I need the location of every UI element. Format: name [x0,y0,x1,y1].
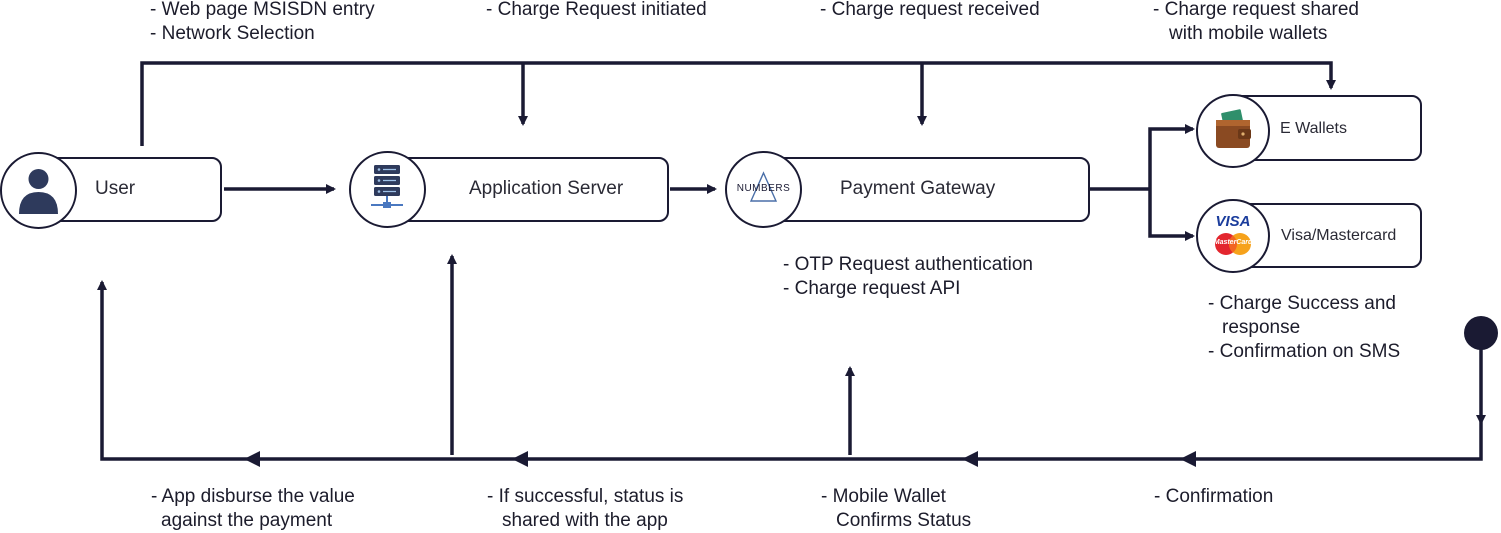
card-icon-circle: VISA MasterCard [1196,199,1270,273]
note-line: - Confirmation [1154,486,1274,507]
note-line: - Web page MSISDN entry [150,0,375,20]
note-line: - Charge Request initiated [486,0,707,20]
app-server-label: Application Server [469,178,624,199]
note-confirmation: - Confirmation [1154,485,1273,509]
note-wallet-response: - Charge Success and response - Confirma… [1208,292,1400,364]
visa-mastercard-icon [1215,233,1251,255]
note-charge-shared: - Charge request shared with mobile wall… [1153,0,1359,46]
arrow-to-ewallets [1148,124,1195,189]
note-line: - Charge request API [783,278,961,299]
gateway-logo-text: NUMBERS [736,183,791,194]
return-bottom-line [97,280,1483,461]
wallet-icon-circle [1196,94,1270,168]
note-line: - App disburse the value [151,486,355,507]
note-line: - Network Selection [150,23,315,44]
note-user-entry: - Web page MSISDN entry - Network Select… [150,0,375,46]
note-line: - Charge request shared [1153,0,1359,20]
visa-label: Visa/Mastercard [1281,227,1397,244]
wallet-icon [1216,109,1251,148]
note-line: response [1222,317,1301,338]
note-line: with mobile wallets [1169,23,1328,44]
note-line: - Confirmation on SMS [1208,341,1401,362]
note-line: - If successful, status is [487,486,684,507]
user-label: User [95,178,136,199]
ewallets-label: E Wallets [1280,120,1347,137]
user-icon [19,169,58,214]
return-start-dot [1464,316,1498,350]
arrow-to-visa [1148,189,1195,241]
top-distribution-line [140,61,1336,146]
server-icon [371,165,403,208]
server-icon-circle [349,151,426,228]
note-line: - Charge Success and [1208,293,1396,314]
note-charge-received: - Charge request received [820,0,1040,22]
bottom-line-arrowheads [244,451,1196,467]
mastercard-logo-text: MasterCard [1213,239,1253,246]
note-status-shared: - If successful, status is shared with t… [487,485,683,533]
note-line: - OTP Request authentication [783,254,1033,275]
numbers-logo-icon [749,171,778,202]
user-icon-circle [0,152,77,229]
note-app-disburse: - App disburse the value against the pay… [151,485,355,533]
note-line: - Mobile Wallet [821,486,946,507]
visa-logo-text: VISA [1215,213,1251,230]
note-wallet-confirms: - Mobile Wallet Confirms Status [821,485,971,533]
note-line: shared with the app [502,510,668,531]
note-line: Confirms Status [836,510,972,531]
note-charge-initiated: - Charge Request initiated [486,0,707,22]
note-line: - Charge request received [820,0,1040,20]
note-gateway-api: - OTP Request authentication - Charge re… [783,253,1033,301]
note-line: against the payment [161,510,333,531]
gateway-label: Payment Gateway [840,178,996,199]
gateway-node [748,157,1090,222]
gateway-logo-circle: NUMBERS [725,151,802,228]
